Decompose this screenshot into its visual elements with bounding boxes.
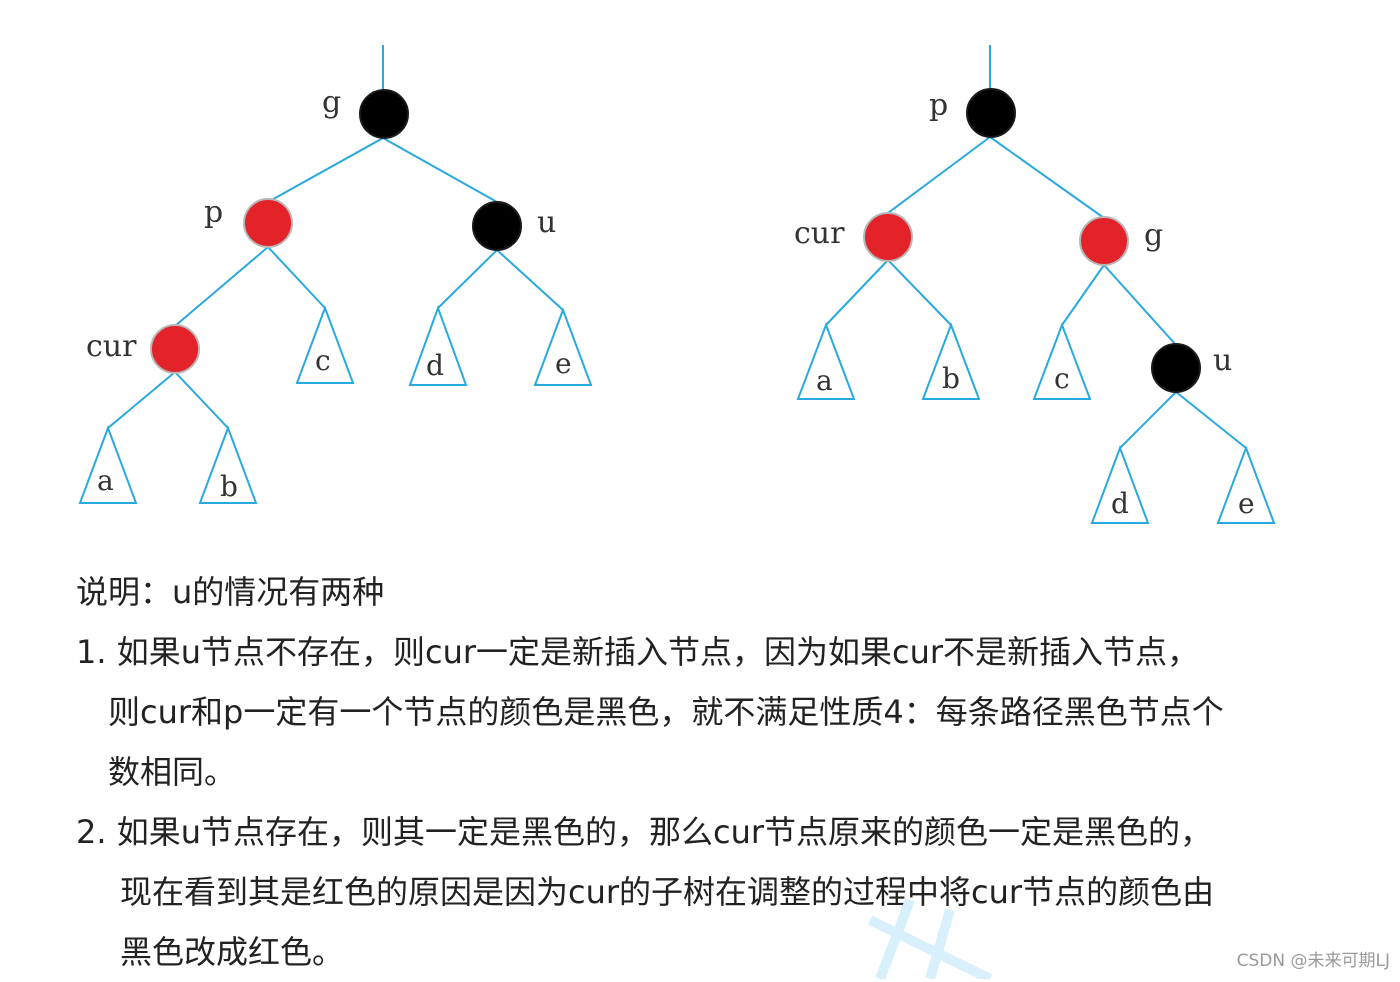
right-subtree-c bbox=[1032, 322, 1092, 400]
left-subtree-c bbox=[295, 305, 355, 384]
explanation-text: 说明：u的情况有两种 1. 如果u节点不存在，则cur一定是新插入节点，因为如果… bbox=[76, 562, 1366, 982]
right-node-cur bbox=[863, 212, 913, 262]
left-node-cur bbox=[150, 324, 200, 374]
right-label-p: p bbox=[929, 88, 948, 123]
left-edge-p-cur bbox=[174, 246, 269, 327]
left-subtree-a bbox=[78, 425, 138, 504]
left-subtree-c-label: c bbox=[315, 344, 331, 377]
left-subtree-d bbox=[408, 305, 468, 386]
left-node-g bbox=[359, 89, 409, 139]
right-edge-cur-a bbox=[825, 259, 889, 326]
right-subtree-c-label: c bbox=[1054, 362, 1070, 395]
right-node-u bbox=[1151, 343, 1201, 393]
explanation-item1-line1: 1. 如果u节点不存在，则cur一定是新插入节点，因为如果cur不是新插入节点， bbox=[76, 633, 1200, 671]
explanation-item2-line2: 现在看到其是红色的原因是因为cur的子树在调整的过程中将cur节点的颜色由 bbox=[120, 873, 1215, 911]
explanation-item1-line3: 数相同。 bbox=[108, 753, 237, 791]
watermark-text: CSDN @未来可期LJ bbox=[1236, 951, 1390, 971]
right-label-g: g bbox=[1144, 218, 1163, 253]
right-subtree-d bbox=[1090, 445, 1150, 524]
right-edge-u-d bbox=[1119, 391, 1177, 449]
left-edge-cur-a bbox=[107, 371, 176, 429]
left-edge-g-p bbox=[267, 137, 384, 203]
right-node-p bbox=[966, 88, 1016, 138]
left-subtree-d-label: d bbox=[426, 349, 444, 382]
left-label-cur: cur bbox=[86, 329, 137, 364]
right-edge-g-u bbox=[1103, 264, 1177, 346]
left-subtree-e-label: e bbox=[555, 347, 572, 380]
right-subtree-a-label: a bbox=[816, 364, 833, 397]
left-subtree-e bbox=[533, 307, 593, 386]
red-black-tree-diagram: a b c d e g p u cur a b c d bbox=[78, 45, 1276, 524]
right-edge-p-g bbox=[989, 136, 1105, 219]
explanation-item1-line2: 则cur和p一定有一个节点的颜色是黑色，就不满足性质4：每条路径黑色节点个 bbox=[108, 693, 1224, 731]
left-edge-cur-b bbox=[174, 371, 229, 429]
right-label-cur: cur bbox=[794, 216, 845, 251]
left-edge-p-c bbox=[267, 246, 326, 309]
left-subtree-b-label: b bbox=[220, 470, 238, 503]
left-node-u bbox=[472, 201, 522, 251]
right-label-u: u bbox=[1213, 343, 1232, 378]
watermark-logo-icon bbox=[867, 898, 993, 979]
left-node-p bbox=[243, 198, 293, 248]
left-edge-u-d bbox=[437, 249, 498, 309]
left-subtree-b bbox=[198, 425, 258, 504]
right-edge-g-c bbox=[1061, 264, 1105, 326]
left-tree: a b c d e g p u cur bbox=[78, 45, 593, 504]
left-label-p: p bbox=[204, 195, 223, 230]
right-subtree-b bbox=[921, 322, 981, 400]
left-edge-g-u bbox=[382, 137, 498, 203]
right-subtree-e bbox=[1216, 445, 1276, 524]
right-edge-cur-b bbox=[887, 259, 952, 326]
left-edge-u-e bbox=[496, 249, 564, 311]
right-tree: a b c d e p cur g u bbox=[794, 45, 1276, 524]
explanation-item2-line1: 2. 如果u节点存在，则其一定是黑色的，那么cur节点原来的颜色一定是黑色的， bbox=[76, 813, 1213, 851]
right-subtree-a bbox=[796, 322, 856, 400]
explanation-title: 说明：u的情况有两种 bbox=[76, 573, 385, 611]
explanation-item2-line3: 黑色改成红色。 bbox=[120, 933, 345, 971]
right-edge-p-cur bbox=[887, 136, 991, 214]
left-label-u: u bbox=[537, 205, 556, 240]
right-subtree-d-label: d bbox=[1111, 487, 1129, 520]
right-edge-u-e bbox=[1175, 391, 1247, 449]
right-node-g bbox=[1079, 216, 1129, 266]
right-subtree-b-label: b bbox=[942, 362, 960, 395]
left-label-g: g bbox=[322, 85, 341, 120]
left-subtree-a-label: a bbox=[97, 464, 114, 497]
right-subtree-e-label: e bbox=[1238, 487, 1255, 520]
